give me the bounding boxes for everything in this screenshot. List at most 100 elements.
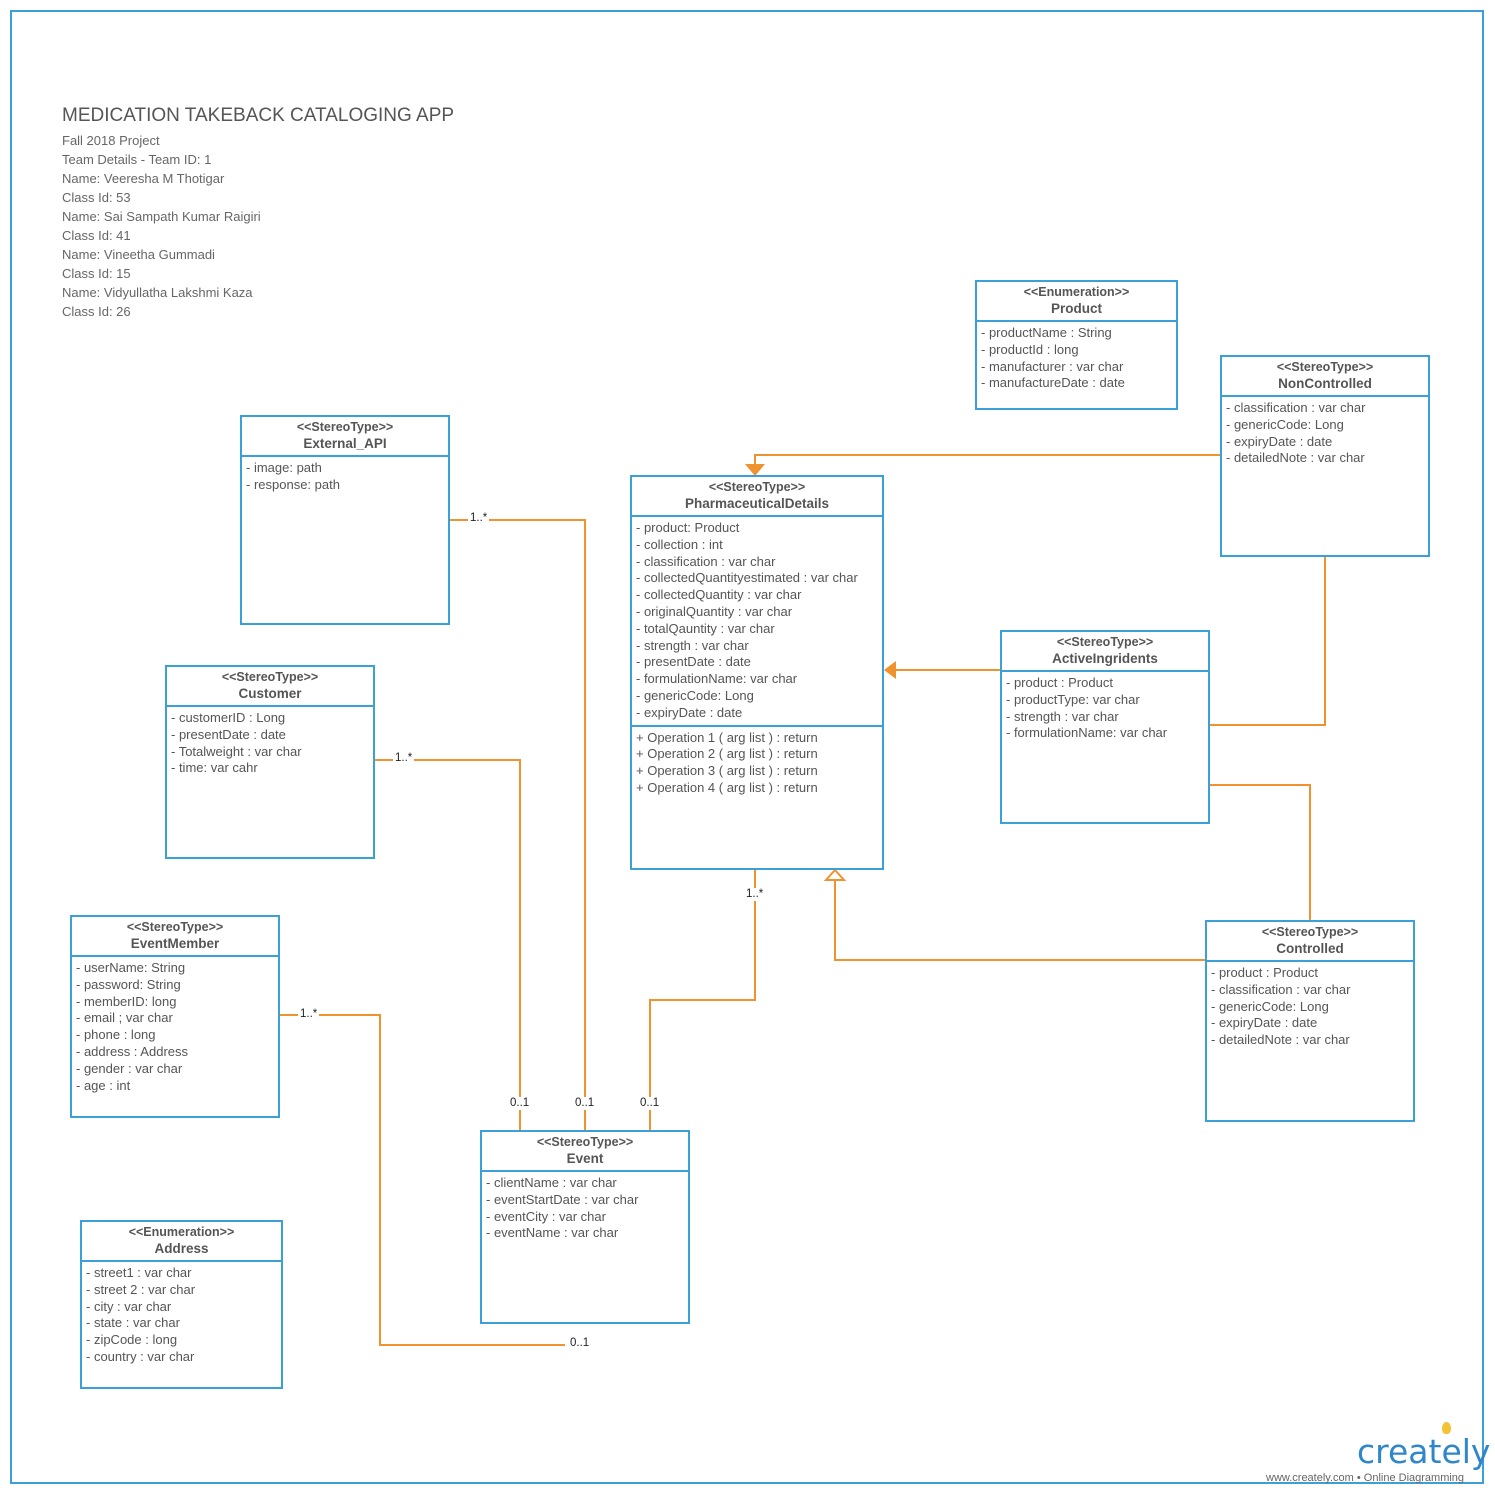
diagram-header: MEDICATION TAKEBACK CATALOGING APP Fall … (62, 104, 454, 321)
attribute: - age : int (76, 1077, 131, 1093)
class-noncontrolled[interactable]: <<StereoType>> NonControlled - classific… (1220, 355, 1430, 557)
attribute: - productType: var char (1006, 691, 1140, 707)
header-line: Name: Vidyullatha Lakshmi Kaza (62, 285, 253, 300)
class-stereotype: <<StereoType>> (708, 480, 806, 494)
class-header: <<StereoType>> Customer (167, 667, 373, 707)
class-active-ingridents[interactable]: <<StereoType>> ActiveIngridents - produc… (1000, 630, 1210, 824)
attribute: - strength : var char (636, 637, 749, 653)
multiplicity-label: 1..* (393, 752, 415, 765)
attribute: - clientName : var char (486, 1175, 617, 1190)
attribute: - address : Address (76, 1043, 188, 1059)
class-stereotype: <<StereoType>> (536, 1135, 634, 1149)
attribute: - Totalweight : var char (171, 743, 302, 759)
attribute: - memberID: long (76, 993, 177, 1009)
attribute: - product: Product (636, 520, 740, 535)
attribute: - detailedNote : var char (1226, 450, 1365, 466)
class-attributes: - clientName : var char - eventStartDate… (482, 1172, 688, 1245)
connector-active-controlled (1210, 784, 1311, 920)
class-header: <<StereoType>> Controlled (1207, 922, 1413, 962)
class-header: <<Enumeration>> Product (977, 282, 1176, 322)
attribute: - totalQauntity : var char (636, 620, 775, 636)
class-name: External_API (303, 436, 387, 451)
class-attributes: - image: path - response: path (242, 457, 448, 497)
attribute: - detailedNote : var char (1211, 1032, 1350, 1048)
class-name: NonControlled (1278, 376, 1372, 391)
diagram-title: MEDICATION TAKEBACK CATALOGING APP (62, 105, 455, 126)
connector-pharma-event (649, 870, 756, 1130)
connector-customer-event (375, 759, 521, 1130)
class-address[interactable]: <<Enumeration>> Address - street1 : var … (80, 1220, 283, 1389)
attribute: - genericCode: Long (1211, 998, 1329, 1014)
class-attributes: - street1 : var char - street 2 : var ch… (82, 1262, 281, 1369)
attribute: - eventCity : var char (486, 1208, 606, 1224)
class-stereotype: <<StereoType>> (221, 670, 319, 684)
class-name: Event (566, 1151, 604, 1166)
connector-controlled-pharma (834, 880, 1205, 961)
attribute: - customerID : Long (171, 710, 286, 725)
multiplicity-label: 0..1 (573, 1097, 597, 1110)
operation: + Operation 2 ( arg list ) : return (636, 746, 818, 762)
class-attributes: - product: Product - collection : int - … (632, 517, 882, 725)
arrowhead-noncontrolled (745, 464, 765, 476)
multiplicity-label: 0..1 (568, 1337, 592, 1350)
class-attributes: - classification : var char - genericCod… (1222, 397, 1428, 470)
attribute: - expiryDate : date (636, 704, 743, 720)
operation: + Operation 3 ( arg list ) : return (636, 763, 818, 779)
attribute: - productId : long (981, 341, 1079, 357)
diagram-frame (10, 10, 1484, 1484)
attribute: - strength : var char (1006, 708, 1119, 724)
arrowhead-active (884, 661, 896, 679)
attribute: - presentDate : date (171, 726, 286, 742)
class-product[interactable]: <<Enumeration>> Product - productName : … (975, 280, 1178, 410)
attribute: - phone : long (76, 1027, 156, 1043)
header-line: Team Details - Team ID: 1 (62, 152, 212, 167)
attribute: - classification : var char (636, 553, 776, 569)
attribute: - product : Product (1006, 675, 1113, 690)
class-stereotype: <<Enumeration>> (128, 1225, 235, 1239)
class-external-api[interactable]: <<StereoType>> External_API - image: pat… (240, 415, 450, 625)
attribute: - street 2 : var char (86, 1281, 196, 1297)
multiplicity-label: 1..* (298, 1008, 320, 1021)
class-name: PharmaceuticalDetails (684, 496, 830, 511)
class-attributes: - product : Product - classification : v… (1207, 962, 1413, 1052)
creately-logo: creately (1357, 1432, 1491, 1471)
header-line: Class Id: 53 (62, 190, 131, 205)
attribute: - eventStartDate : var char (486, 1191, 639, 1207)
class-header: <<StereoType>> Event (482, 1132, 688, 1172)
class-stereotype: <<Enumeration>> (1023, 285, 1130, 299)
attribute: - product : Product (1211, 965, 1318, 980)
connector-external-event (450, 519, 586, 1130)
attribute: - state : var char (86, 1315, 180, 1331)
attribute: - zipCode : long (86, 1332, 178, 1348)
class-name: ActiveIngridents (1052, 651, 1158, 666)
attribute: - classification : var char (1226, 400, 1366, 415)
attribute: - userName: String (76, 960, 186, 975)
class-customer[interactable]: <<StereoType>> Customer - customerID : L… (165, 665, 375, 859)
class-event[interactable]: <<StereoType>> Event - clientName : var … (480, 1130, 690, 1324)
attribute: - genericCode: Long (636, 687, 754, 703)
attribute: - collection : int (636, 536, 723, 552)
header-line: Class Id: 15 (62, 266, 131, 281)
header-line: Class Id: 26 (62, 304, 131, 319)
class-stereotype: <<StereoType>> (1276, 360, 1374, 374)
class-controlled[interactable]: <<StereoType>> Controlled - product : Pr… (1205, 920, 1415, 1122)
attribute: - formulationName: var char (1006, 725, 1168, 741)
attribute: - manufactureDate : date (981, 375, 1125, 391)
attribute: - collectedQuantity : var char (636, 587, 802, 603)
multiplicity-label: 1..* (744, 888, 766, 901)
class-header: <<StereoType>> NonControlled (1222, 357, 1428, 397)
attribute: - time: var cahr (171, 760, 258, 776)
connector-noncontrolled-pharma (754, 454, 1220, 465)
attribute: - city : var char (86, 1298, 172, 1314)
multiplicity-label: 0..1 (638, 1097, 662, 1110)
header-line: Name: Vineetha Gummadi (62, 247, 215, 262)
attribute: - originalQuantity : var char (636, 603, 793, 619)
class-name: EventMember (130, 936, 220, 951)
attribute: - manufacturer : var char (981, 358, 1124, 374)
class-pharmaceutical-details[interactable]: <<StereoType>> PharmaceuticalDetails - p… (630, 475, 884, 870)
attribute: - gender : var char (76, 1060, 183, 1076)
class-event-member[interactable]: <<StereoType>> EventMember - userName: S… (70, 915, 280, 1118)
class-name: Customer (238, 686, 302, 701)
class-header: <<StereoType>> PharmaceuticalDetails (632, 477, 882, 517)
